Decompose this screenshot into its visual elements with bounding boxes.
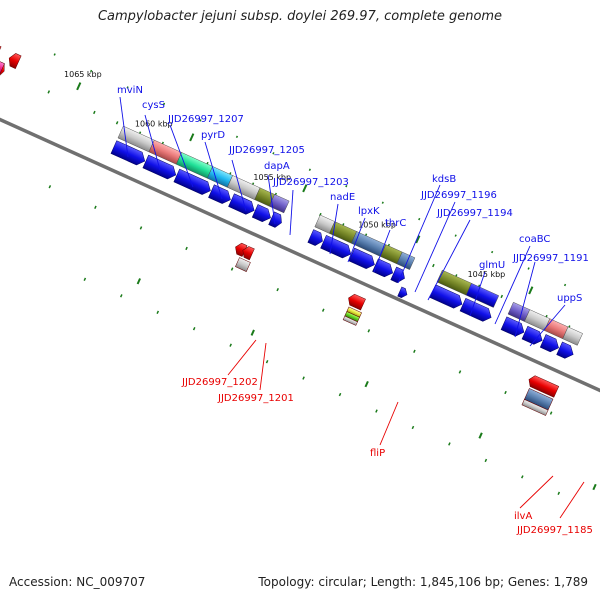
gene-label: JJD26997_1202 xyxy=(181,377,258,388)
gene-arrow xyxy=(556,341,574,359)
gene-arrow xyxy=(228,193,255,215)
gene-arrow xyxy=(208,184,231,204)
gene-arrow xyxy=(268,211,282,228)
tick-row-bottom-major xyxy=(136,278,597,491)
gene-label: JJD26997_1194 xyxy=(436,208,513,219)
tick-row-top-far xyxy=(53,53,567,287)
genome-track: 1065 kbp 1060 kbp 1055 kbp 1050 kbp 1045… xyxy=(0,39,600,496)
scale-label: 1065 kbp xyxy=(64,70,102,79)
gene-label: kdsB xyxy=(432,174,456,185)
gene-label: uppS xyxy=(557,293,582,304)
gene-label: nadE xyxy=(330,192,355,203)
genome-backbone xyxy=(0,94,600,411)
scale-ticks xyxy=(47,53,597,496)
scale-label: 1055 kbp xyxy=(253,173,291,182)
reverse-leader-lines xyxy=(227,339,585,519)
gene-arrow xyxy=(348,247,375,269)
scale-labels: 1065 kbp 1060 kbp 1055 kbp 1050 kbp 1045… xyxy=(64,70,506,279)
tick-row-bottom-minor xyxy=(48,185,553,415)
gene-arrow xyxy=(528,375,560,398)
gene-label: JJD26997_1201 xyxy=(217,393,294,404)
gene-label: ilvA xyxy=(514,511,532,522)
gene-arrow xyxy=(307,229,323,246)
gene-label: JJD26997_1205 xyxy=(228,145,305,156)
gene-label: JJD26997_1196 xyxy=(420,190,497,201)
tick-row-top-major xyxy=(76,82,534,295)
gene-arrow xyxy=(0,39,2,60)
gene-arrow xyxy=(173,168,211,195)
gene-arrow xyxy=(521,325,543,345)
gene-label: JJD26997_1207 xyxy=(167,114,244,125)
gene-arrow xyxy=(539,334,559,353)
accession-label: Accession: NC_009707 xyxy=(9,575,146,589)
gene-arrow xyxy=(397,286,408,298)
scale-label: 1050 kbp xyxy=(358,221,396,230)
scale-label: 1060 kbp xyxy=(135,120,173,129)
gene-label: mviN xyxy=(117,85,143,96)
reverse-gene-labels: JJD26997_1202 JJD26997_1201 fliP ilvA JJ… xyxy=(181,377,593,536)
tick-row-bottom-far xyxy=(83,277,561,496)
reverse-genes xyxy=(0,39,560,416)
gene-label: cysS xyxy=(142,100,165,111)
forward-gene-labels: mviN cysS JJD26997_1207 pyrD JJD26997_12… xyxy=(117,85,589,304)
gene-label: dapA xyxy=(264,161,290,172)
gene-label: JJD26997_1203 xyxy=(272,177,349,188)
gene-label: coaBC xyxy=(519,234,550,245)
page-title: Campylobacter jejuni subsp. doylei 269.9… xyxy=(97,9,503,24)
gene-arrow xyxy=(348,293,366,311)
gene-label: JJD26997_1185 xyxy=(516,525,593,536)
gene-label: fliP xyxy=(370,448,385,459)
forward-leader-lines xyxy=(119,96,566,347)
forward-genes xyxy=(110,140,574,359)
topology-label: Topology: circular; Length: 1,845,106 bp… xyxy=(258,575,588,589)
gene-label: pyrD xyxy=(201,130,225,141)
gene-label: JJD26997_1191 xyxy=(512,253,589,264)
gene-label: thrC xyxy=(385,218,406,229)
gene-label: glmU xyxy=(479,260,505,271)
gene-arrow xyxy=(235,242,248,257)
gene-arrow xyxy=(390,266,405,283)
forward-feature-row xyxy=(0,51,583,346)
gene-arrow xyxy=(459,297,492,322)
gene-arrow xyxy=(320,235,352,259)
gene-arrow xyxy=(242,246,255,261)
gene-label: lpxK xyxy=(358,206,380,217)
scale-label: 1045 kbp xyxy=(468,270,506,279)
gene-arrow xyxy=(8,53,22,69)
gene-arrow xyxy=(251,204,271,223)
